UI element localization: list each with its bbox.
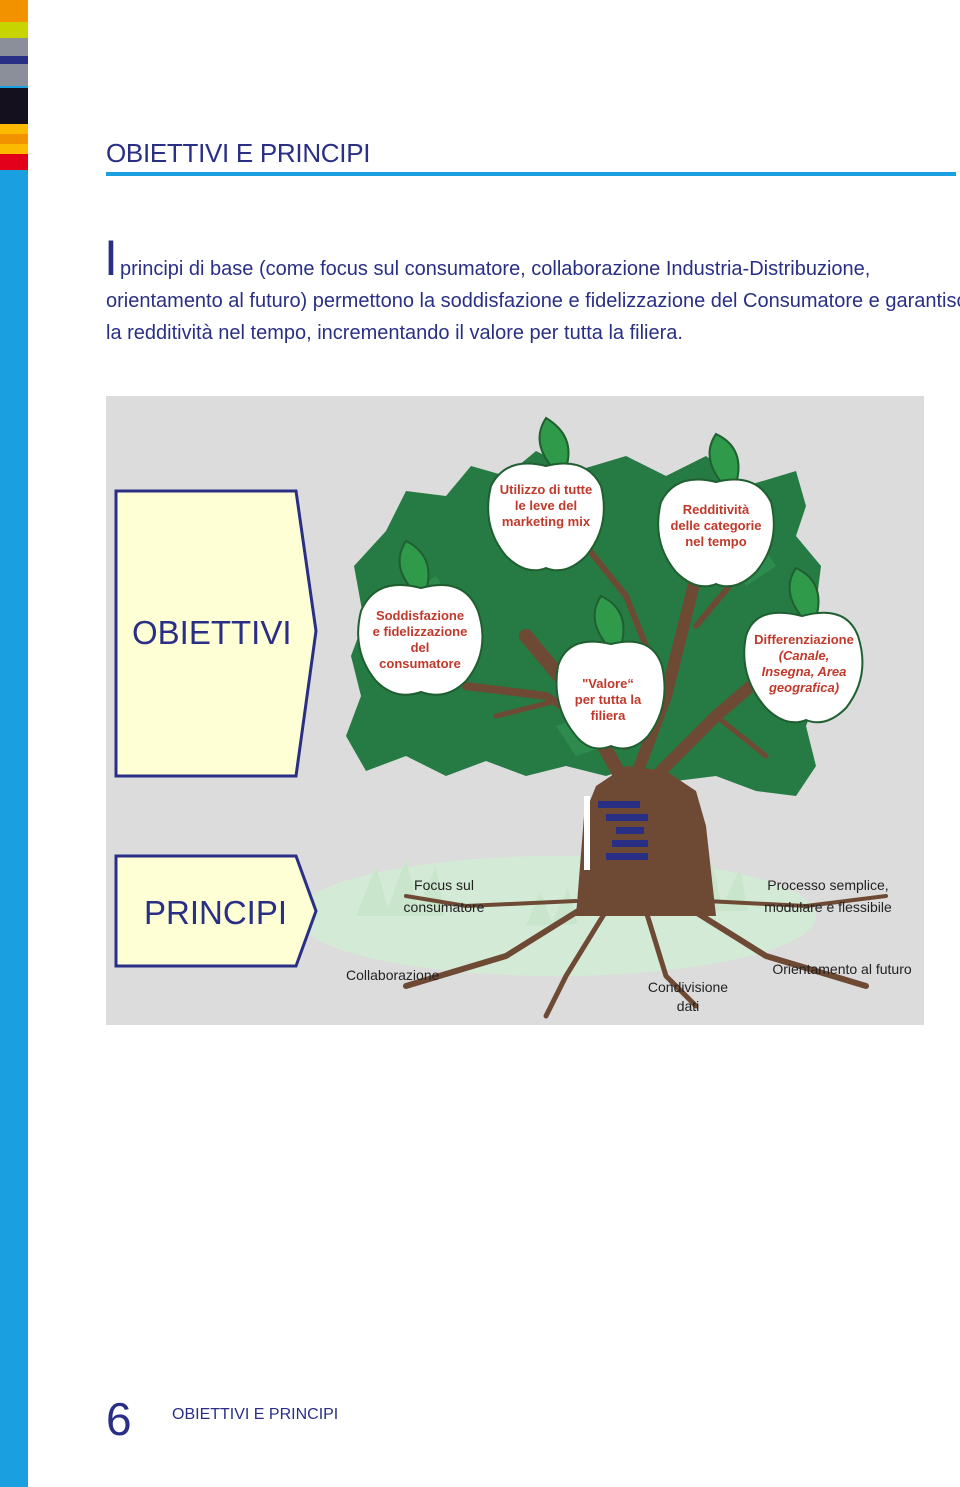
apple-label-redditivita: Redditività delle categorie nel tempo — [654, 502, 778, 550]
apple-label-valore: "Valore“ per tutta la filiera — [552, 676, 664, 724]
root-focus-line-1: Focus sul — [414, 877, 474, 893]
root-processo-line-2: modulare e flessibile — [764, 899, 892, 915]
left-accent-bar — [0, 0, 28, 1487]
trunk-logo — [584, 796, 648, 870]
apple-label-soddisfazione: Soddisfazione e fidelizzazione del consu… — [358, 608, 482, 672]
tree-diagram-svg — [114, 416, 888, 1019]
objectives-label: OBIETTIVI — [132, 614, 292, 651]
root-condivisione-line-1: Condivisione — [647, 979, 729, 995]
principles-arrow-box — [114, 854, 318, 968]
stripe-orange — [0, 0, 28, 22]
root-processo-line-1: Processo semplice, — [767, 877, 889, 893]
apple-valore-line-3: filiera — [590, 708, 626, 723]
apple-redditivita — [657, 432, 775, 588]
root-label-condivisione: Condivisione dati — [638, 978, 738, 1016]
apple-soddisfazione-line-4: consumatore — [379, 656, 461, 671]
root-label-orientamento: Orientamento al futuro — [764, 958, 920, 980]
apple-marketing-line-3: marketing mix — [501, 514, 591, 529]
root-orientamento-line-1: Orientamento al futuro — [772, 961, 912, 977]
apple-soddisfazione-line-1: Soddisfazione — [375, 608, 465, 623]
stripe-red — [0, 154, 28, 170]
apple-redditivita-line-2: delle categorie — [670, 518, 762, 533]
intro-line-1: principi di base (come focus sul consuma… — [120, 258, 871, 280]
page-number: 6 — [106, 1393, 132, 1445]
apple-label-marketing: Utilizzo di tutte le leve del marketing … — [484, 482, 608, 530]
apple-differenziazione-line-1: Differenziazione — [754, 632, 854, 647]
intro-line-3: la redditività nel tempo, incrementando … — [106, 322, 683, 344]
footer-section-title: OBIETTIVI E PRINCIPI — [172, 1406, 339, 1423]
title-rule — [106, 172, 956, 176]
apple-differenziazione-line-2: (Canale, — [778, 648, 830, 663]
apple-soddisfazione-line-2: e fidelizzazione — [372, 624, 468, 639]
principles-label: PRINCIPI — [144, 894, 288, 931]
apple-valore-line-1: "Valore“ — [582, 676, 634, 691]
drop-cap-letter: I — [104, 230, 118, 286]
apple-marketing-line-1: Utilizzo di tutte — [499, 482, 593, 497]
apple-soddisfazione — [357, 539, 484, 696]
objectives-arrow-box — [114, 489, 318, 778]
stripe-gray — [0, 38, 28, 56]
apple-label-differenziazione: Differenziazione (Canale, Insegna, Area … — [742, 632, 866, 696]
apple-marketing-line-2: le leve del — [514, 498, 578, 513]
apple-soddisfazione-line-3: del — [410, 640, 430, 655]
tree-diagram: OBIETTIVI PRINCIPI Utilizzo di tutte le … — [106, 396, 924, 1025]
root-collaborazione-line-1: Collaborazione — [346, 967, 440, 983]
root-label-processo: Processo semplice, modulare e flessibile — [738, 874, 918, 918]
stripe-yellow-2 — [0, 144, 28, 154]
stripe-lime — [0, 22, 28, 38]
stripe-gray-2 — [0, 64, 28, 86]
intro-line-2: orientamento al futuro) permettono la so… — [106, 290, 960, 312]
stripe-yellow — [0, 124, 28, 134]
apple-valore — [555, 594, 666, 750]
tree-roots — [403, 894, 888, 1019]
page-title: OBIETTIVI E PRINCIPI — [106, 138, 371, 168]
apple-valore-line-2: per tutta la — [574, 692, 642, 707]
apple-differenziazione — [743, 566, 864, 724]
apple-marketing — [487, 416, 605, 572]
apple-redditivita-line-3: nel tempo — [685, 534, 747, 549]
apple-differenziazione-line-4: geografica) — [768, 680, 840, 695]
root-focus-line-2: consumatore — [403, 899, 485, 915]
apple-redditivita-line-1: Redditività — [682, 502, 750, 517]
drop-cap: I — [104, 230, 118, 286]
stripe-black — [0, 88, 28, 124]
root-label-focus: Focus sul consumatore — [388, 874, 500, 918]
apple-differenziazione-line-3: Insegna, Area — [761, 664, 847, 679]
root-condivisione-line-2: dati — [676, 998, 700, 1014]
stripe-orange-2 — [0, 134, 28, 144]
root-label-collaborazione: Collaborazione — [346, 964, 466, 986]
stripe-navy — [0, 56, 28, 64]
